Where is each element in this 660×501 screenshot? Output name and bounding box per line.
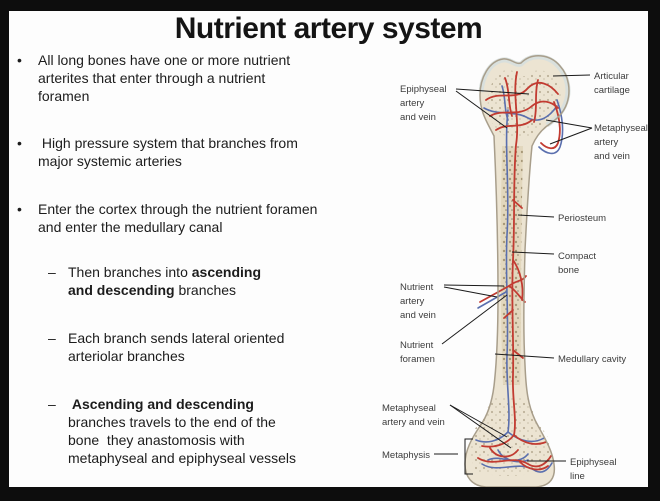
label-metaphyseal-artery-vein-bottom: Metaphyseal artery and vein: [382, 403, 445, 428]
label-epiphyseal-line: Epiphyseal line: [570, 457, 616, 482]
svg-text:and vein: and vein: [594, 151, 630, 162]
list-item: • All long bones have one or more nutrie…: [17, 51, 297, 105]
svg-text:foramen: foramen: [400, 354, 435, 365]
list-item: – Each branch sends lateral oriented art…: [48, 329, 288, 365]
label-articular-cartilage: Articular cartilage: [594, 71, 630, 96]
svg-text:artery and vein: artery and vein: [382, 417, 445, 428]
dash-icon: –: [48, 330, 56, 346]
medullary-texture: [500, 146, 523, 385]
spongy-bone-top: [487, 69, 561, 139]
bullet-text: Then branches into ascending and descend…: [68, 264, 265, 298]
bullet-text: High pressure system that branches from …: [38, 135, 302, 169]
bullet-icon: •: [17, 135, 22, 151]
svg-text:Nutrient: Nutrient: [400, 282, 434, 293]
label-compact-bone: Compact bone: [558, 251, 596, 276]
bullet-icon: •: [17, 201, 22, 217]
svg-text:cartilage: cartilage: [594, 85, 630, 96]
svg-text:Metaphysis: Metaphysis: [382, 450, 430, 461]
bone-illustration: Epiphyseal artery and vein Articular car…: [382, 54, 648, 488]
bullet-text: Enter the cortex through the nutrient fo…: [38, 201, 322, 235]
list-item: – Ascending and descending branches trav…: [48, 395, 298, 467]
svg-text:Epiphyseal: Epiphyseal: [400, 84, 446, 95]
label-metaphyseal-artery-vein-top: Metaphyseal artery and vein: [594, 123, 648, 162]
svg-text:Epiphyseal: Epiphyseal: [570, 457, 616, 468]
metaphysis-bracket: [464, 438, 473, 475]
svg-text:Metaphyseal: Metaphyseal: [594, 123, 648, 134]
svg-text:and vein: and vein: [400, 112, 436, 123]
label-epiphyseal-artery-vein: Epiphyseal artery and vein: [400, 84, 446, 123]
bullet-icon: •: [17, 52, 22, 68]
svg-text:Periosteum: Periosteum: [558, 213, 606, 224]
label-nutrient-artery-vein: Nutrient artery and vein: [400, 282, 436, 321]
bone-diagram: Epiphyseal artery and vein Articular car…: [370, 50, 648, 488]
label-nutrient-foramen: Nutrient foramen: [400, 340, 435, 365]
dash-icon: –: [48, 264, 56, 280]
page-title: Nutrient artery system: [174, 12, 483, 45]
label-metaphysis: Metaphysis: [382, 450, 430, 461]
spongy-bone-bottom: [470, 398, 551, 476]
list-item: • High pressure system that branches fro…: [17, 134, 317, 170]
svg-text:Nutrient: Nutrient: [400, 340, 434, 351]
svg-text:Compact: Compact: [558, 251, 596, 262]
label-medullary-cavity: Medullary cavity: [558, 354, 626, 365]
label-periosteum: Periosteum: [558, 213, 606, 224]
list-item: • Enter the cortex through the nutrient …: [17, 200, 342, 236]
svg-text:bone: bone: [558, 265, 579, 276]
svg-text:and vein: and vein: [400, 310, 436, 321]
leader-lines: [434, 74, 593, 475]
articular-cartilage-rim: [478, 54, 571, 128]
svg-text:artery: artery: [400, 98, 425, 109]
svg-text:artery: artery: [400, 296, 425, 307]
slide: Nutrient artery system • All long bones …: [9, 11, 648, 488]
svg-text:artery: artery: [594, 137, 619, 148]
svg-text:Medullary cavity: Medullary cavity: [558, 354, 626, 365]
bullet-text: Each branch sends lateral oriented arter…: [68, 330, 289, 364]
bone-outline-stroke: [464, 55, 570, 488]
dash-icon: –: [48, 396, 56, 412]
svg-text:Articular: Articular: [594, 71, 629, 82]
svg-text:line: line: [570, 471, 585, 482]
bullet-text: All long bones have one or more nutrient…: [38, 52, 295, 104]
svg-text:Metaphyseal: Metaphyseal: [382, 403, 436, 414]
bullet-text: Ascending and descending branches travel…: [68, 396, 297, 466]
list-item: – Then branches into ascending and desce…: [48, 263, 288, 299]
